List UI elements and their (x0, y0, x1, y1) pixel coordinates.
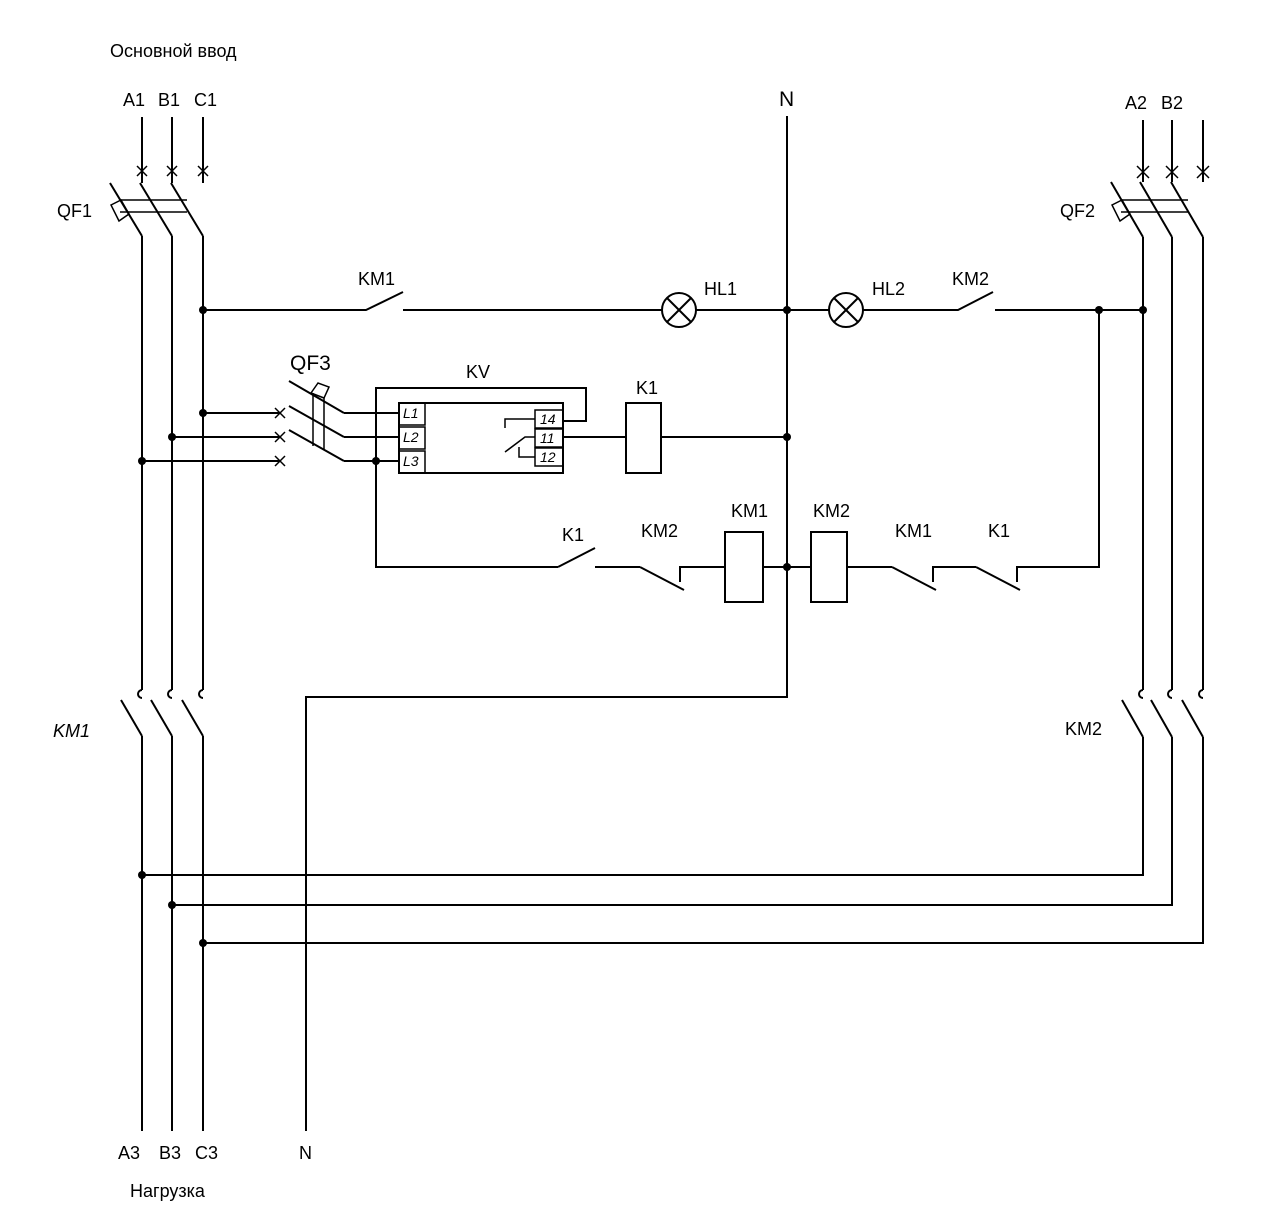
label-k1-contact-right: K1 (988, 521, 1010, 541)
label-qf2: QF2 (1060, 201, 1095, 221)
label-k1-coil: K1 (636, 378, 658, 398)
control-circuit (375, 310, 1100, 603)
kv-terminal-l2: L2 (403, 429, 419, 445)
junction-dots (138, 306, 1147, 947)
label-kv: KV (466, 362, 490, 382)
label-b1: B1 (158, 90, 180, 110)
label-km2-lamp-circuit: KM2 (952, 269, 989, 289)
km1-coil-icon (724, 531, 764, 603)
qf3-breaker (142, 380, 399, 467)
kv-terminal-l3: L3 (403, 453, 419, 469)
label-hl1: HL1 (704, 279, 737, 299)
label-b2: B2 (1161, 93, 1183, 113)
lamp-circuit (203, 291, 1143, 328)
label-k1-contact-left: K1 (562, 525, 584, 545)
label-b3: B3 (159, 1143, 181, 1163)
label-km2-coil: KM2 (813, 501, 850, 521)
kv-terminal-11: 11 (540, 430, 555, 446)
label-km1-power: KM1 (53, 721, 90, 741)
label-km1-coil: KM1 (731, 501, 768, 521)
left-phase-bus (109, 117, 209, 1131)
label-n-top: N (779, 88, 794, 111)
kv-terminal-14: 14 (540, 411, 556, 427)
qf3-release-icon (309, 382, 331, 399)
load-title: Нагрузка (130, 1181, 206, 1201)
label-km1-lamp-circuit: KM1 (358, 269, 395, 289)
label-km1-contact-right: KM1 (895, 521, 932, 541)
label-a2: A2 (1125, 93, 1147, 113)
label-a1: A1 (123, 90, 145, 110)
label-km2-contact-left: KM2 (641, 521, 678, 541)
label-km2-power: KM2 (1065, 719, 1102, 739)
qf2-release-icon (1110, 199, 1131, 223)
label-qf1: QF1 (57, 201, 92, 221)
label-n-bottom: N (299, 1143, 312, 1163)
neutral-conductor (305, 116, 788, 1131)
kv-terminal-l1: L1 (403, 405, 419, 421)
km2-coil-icon (810, 531, 848, 603)
main-input-title: Основной ввод (110, 41, 237, 61)
label-qf3: QF3 (290, 352, 331, 375)
k1-coil-icon (625, 402, 662, 474)
qf1-release-icon (109, 199, 130, 223)
kv-terminal-12: 12 (540, 449, 556, 465)
label-a3: A3 (118, 1143, 140, 1163)
label-c3: C3 (195, 1143, 218, 1163)
label-hl2: HL2 (872, 279, 905, 299)
kv-relay-body (398, 402, 564, 474)
kv-voltage-relay (375, 387, 787, 474)
label-c1: C1 (194, 90, 217, 110)
